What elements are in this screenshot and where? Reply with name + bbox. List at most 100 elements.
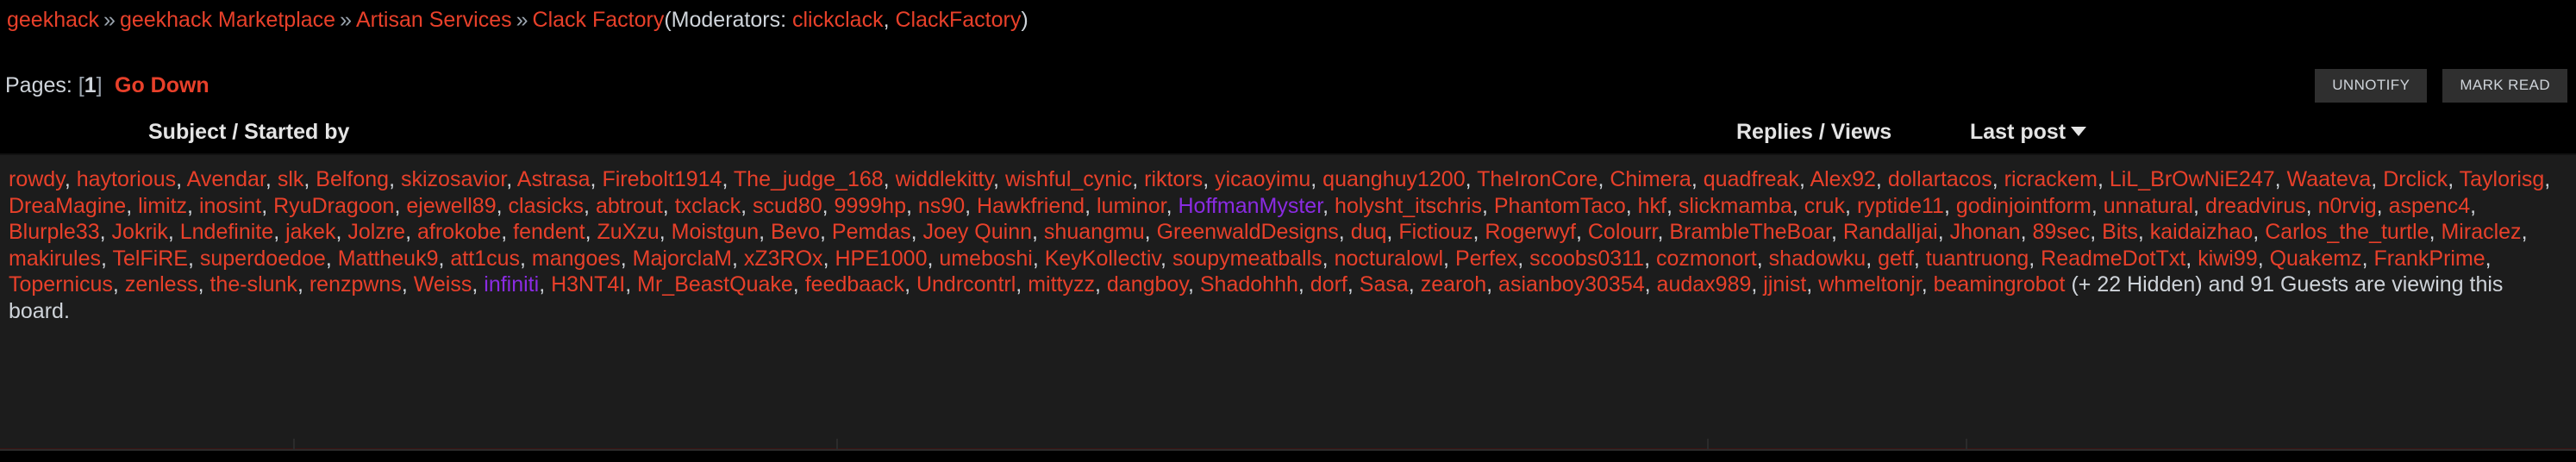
- viewer-link[interactable]: quanghuy1200: [1322, 167, 1466, 191]
- viewer-link[interactable]: getf: [1878, 246, 1914, 271]
- viewer-link[interactable]: umeboshi: [939, 246, 1033, 271]
- viewer-link[interactable]: fendent: [513, 220, 585, 244]
- viewer-link[interactable]: shadowku: [1768, 246, 1866, 271]
- viewer-link[interactable]: yicaoyimu: [1215, 167, 1311, 191]
- breadcrumb-link-marketplace[interactable]: geekhack Marketplace: [119, 8, 336, 32]
- moderator-link-clackfactory[interactable]: ClackFactory: [895, 8, 1022, 32]
- viewer-link[interactable]: txclack: [674, 193, 741, 218]
- viewer-link[interactable]: Lndefinite: [179, 220, 274, 244]
- viewer-link[interactable]: Chimera: [1610, 167, 1691, 191]
- viewer-link[interactable]: Astrasa: [516, 167, 591, 191]
- viewer-link[interactable]: mittyzz: [1028, 272, 1095, 297]
- mark-read-button[interactable]: MARK READ: [2442, 69, 2567, 103]
- viewer-link[interactable]: slickmamba: [1678, 193, 1792, 218]
- viewer-link[interactable]: zenless: [124, 272, 198, 297]
- breadcrumb-link-geekhack[interactable]: geekhack: [7, 8, 100, 32]
- viewer-link[interactable]: TheIronCore: [1477, 167, 1598, 191]
- viewer-link[interactable]: ZuXzu: [597, 220, 660, 244]
- viewer-link[interactable]: Rogerwyf: [1485, 220, 1576, 244]
- viewer-link[interactable]: Bevo: [771, 220, 821, 244]
- viewer-link[interactable]: Pemdas: [831, 220, 911, 244]
- viewer-link[interactable]: skizosavior: [401, 167, 507, 191]
- viewer-link[interactable]: Undrcontrl: [916, 272, 1016, 297]
- viewer-link[interactable]: Moistgun: [671, 220, 760, 244]
- viewer-link[interactable]: asianboy30354: [1498, 272, 1645, 297]
- go-down-link[interactable]: Go Down: [115, 73, 209, 97]
- viewer-link[interactable]: tuantruong: [1925, 246, 2029, 271]
- viewer-link[interactable]: xZ3ROx: [743, 246, 823, 271]
- breadcrumb-link-clack-factory[interactable]: Clack Factory: [532, 8, 665, 32]
- viewer-link[interactable]: renzpwns: [309, 272, 402, 297]
- viewer-link[interactable]: ReadmeDotTxt: [2041, 246, 2186, 271]
- viewer-link[interactable]: rowdy: [9, 167, 65, 191]
- viewer-link[interactable]: holysht_itschris: [1335, 193, 1482, 218]
- viewer-link[interactable]: Quakemz: [2269, 246, 2362, 271]
- viewer-link[interactable]: cruk: [1804, 193, 1846, 218]
- viewer-link[interactable]: Avendar: [186, 167, 266, 191]
- viewer-link[interactable]: Mr_BeastQuake: [637, 272, 793, 297]
- viewer-link[interactable]: hkf: [1637, 193, 1666, 218]
- viewer-link[interactable]: dreadvirus: [2204, 193, 2306, 218]
- viewer-link[interactable]: RyuDragoon: [273, 193, 395, 218]
- viewer-link[interactable]: jjnist: [1763, 272, 1807, 297]
- viewer-link[interactable]: superdoedoe: [199, 246, 326, 271]
- viewer-link[interactable]: 9999hp: [834, 193, 906, 218]
- viewer-link[interactable]: The_judge_168: [733, 167, 884, 191]
- viewer-link[interactable]: riktors: [1144, 167, 1204, 191]
- viewer-link[interactable]: HoffmanMyster: [1178, 193, 1323, 218]
- viewer-link[interactable]: Colourr: [1587, 220, 1658, 244]
- viewer-link[interactable]: kaidaizhao: [2149, 220, 2254, 244]
- viewer-link[interactable]: KeyKollectiv: [1044, 246, 1161, 271]
- viewer-link[interactable]: Mattheuk9: [337, 246, 439, 271]
- viewer-link[interactable]: slk: [277, 167, 304, 191]
- viewer-link[interactable]: the-slunk: [209, 272, 297, 297]
- viewer-link[interactable]: haytorious: [76, 167, 177, 191]
- viewer-link[interactable]: att1cus: [450, 246, 520, 271]
- viewer-link[interactable]: ns90: [917, 193, 966, 218]
- viewer-link[interactable]: luminor: [1096, 193, 1166, 218]
- viewer-link[interactable]: Perfex: [1454, 246, 1518, 271]
- viewer-link[interactable]: Shadohhh: [1199, 272, 1298, 297]
- viewer-link[interactable]: Joey Quinn: [922, 220, 1033, 244]
- viewer-link[interactable]: soupymeatballs: [1172, 246, 1322, 271]
- viewer-link[interactable]: LiL_BrOwNiE247: [2109, 167, 2275, 191]
- viewer-link[interactable]: Firebolt1914: [602, 167, 722, 191]
- viewer-link[interactable]: makirules: [9, 246, 101, 271]
- viewer-link[interactable]: BrambleTheBoar: [1669, 220, 1831, 244]
- viewer-link[interactable]: cozmonort: [1656, 246, 1757, 271]
- viewer-link[interactable]: ejewell89: [406, 193, 497, 218]
- viewer-link[interactable]: quadfreak: [1703, 167, 1799, 191]
- viewer-link[interactable]: audax989: [1656, 272, 1752, 297]
- viewer-link[interactable]: Carlos_the_turtle: [2265, 220, 2429, 244]
- viewer-link[interactable]: HPE1000: [835, 246, 928, 271]
- viewer-link[interactable]: godinjointform: [1955, 193, 2091, 218]
- viewer-link[interactable]: aspenc4: [2388, 193, 2471, 218]
- viewer-link[interactable]: Sasa: [1359, 272, 1409, 297]
- viewer-link[interactable]: dorf: [1310, 272, 1347, 297]
- viewer-link[interactable]: mangoes: [531, 246, 621, 271]
- viewer-link[interactable]: DreaMagine: [9, 193, 127, 218]
- viewer-link[interactable]: zearoh: [1420, 272, 1487, 297]
- viewer-link[interactable]: GreenwaldDesigns: [1156, 220, 1339, 244]
- viewer-link[interactable]: dollartacos: [1887, 167, 1992, 191]
- viewer-link[interactable]: abtrout: [595, 193, 663, 218]
- viewer-link[interactable]: Weiss: [413, 272, 472, 297]
- viewer-link[interactable]: shuangmu: [1043, 220, 1145, 244]
- viewer-link[interactable]: infiniti: [484, 272, 540, 297]
- viewer-link[interactable]: ryptide11: [1856, 193, 1944, 218]
- viewer-link[interactable]: widdlekitty: [895, 167, 994, 191]
- viewer-link[interactable]: PhantomTaco: [1493, 193, 1626, 218]
- viewer-link[interactable]: duq: [1350, 220, 1387, 244]
- viewer-link[interactable]: unnatural: [2103, 193, 2194, 218]
- viewer-link[interactable]: Randalljai: [1842, 220, 1938, 244]
- viewer-link[interactable]: 89sec: [2032, 220, 2091, 244]
- viewer-link[interactable]: Jokrik: [111, 220, 168, 244]
- viewer-link[interactable]: scoobs0311: [1529, 246, 1645, 271]
- unnotify-button[interactable]: UNNOTIFY: [2315, 69, 2428, 103]
- viewer-link[interactable]: Alex92: [1810, 167, 1876, 191]
- viewer-link[interactable]: beamingrobot: [1933, 272, 2066, 297]
- viewer-link[interactable]: scud80: [753, 193, 822, 218]
- viewer-link[interactable]: feedbaack: [804, 272, 905, 297]
- viewer-link[interactable]: jakek: [285, 220, 336, 244]
- viewer-link[interactable]: Bits: [2102, 220, 2138, 244]
